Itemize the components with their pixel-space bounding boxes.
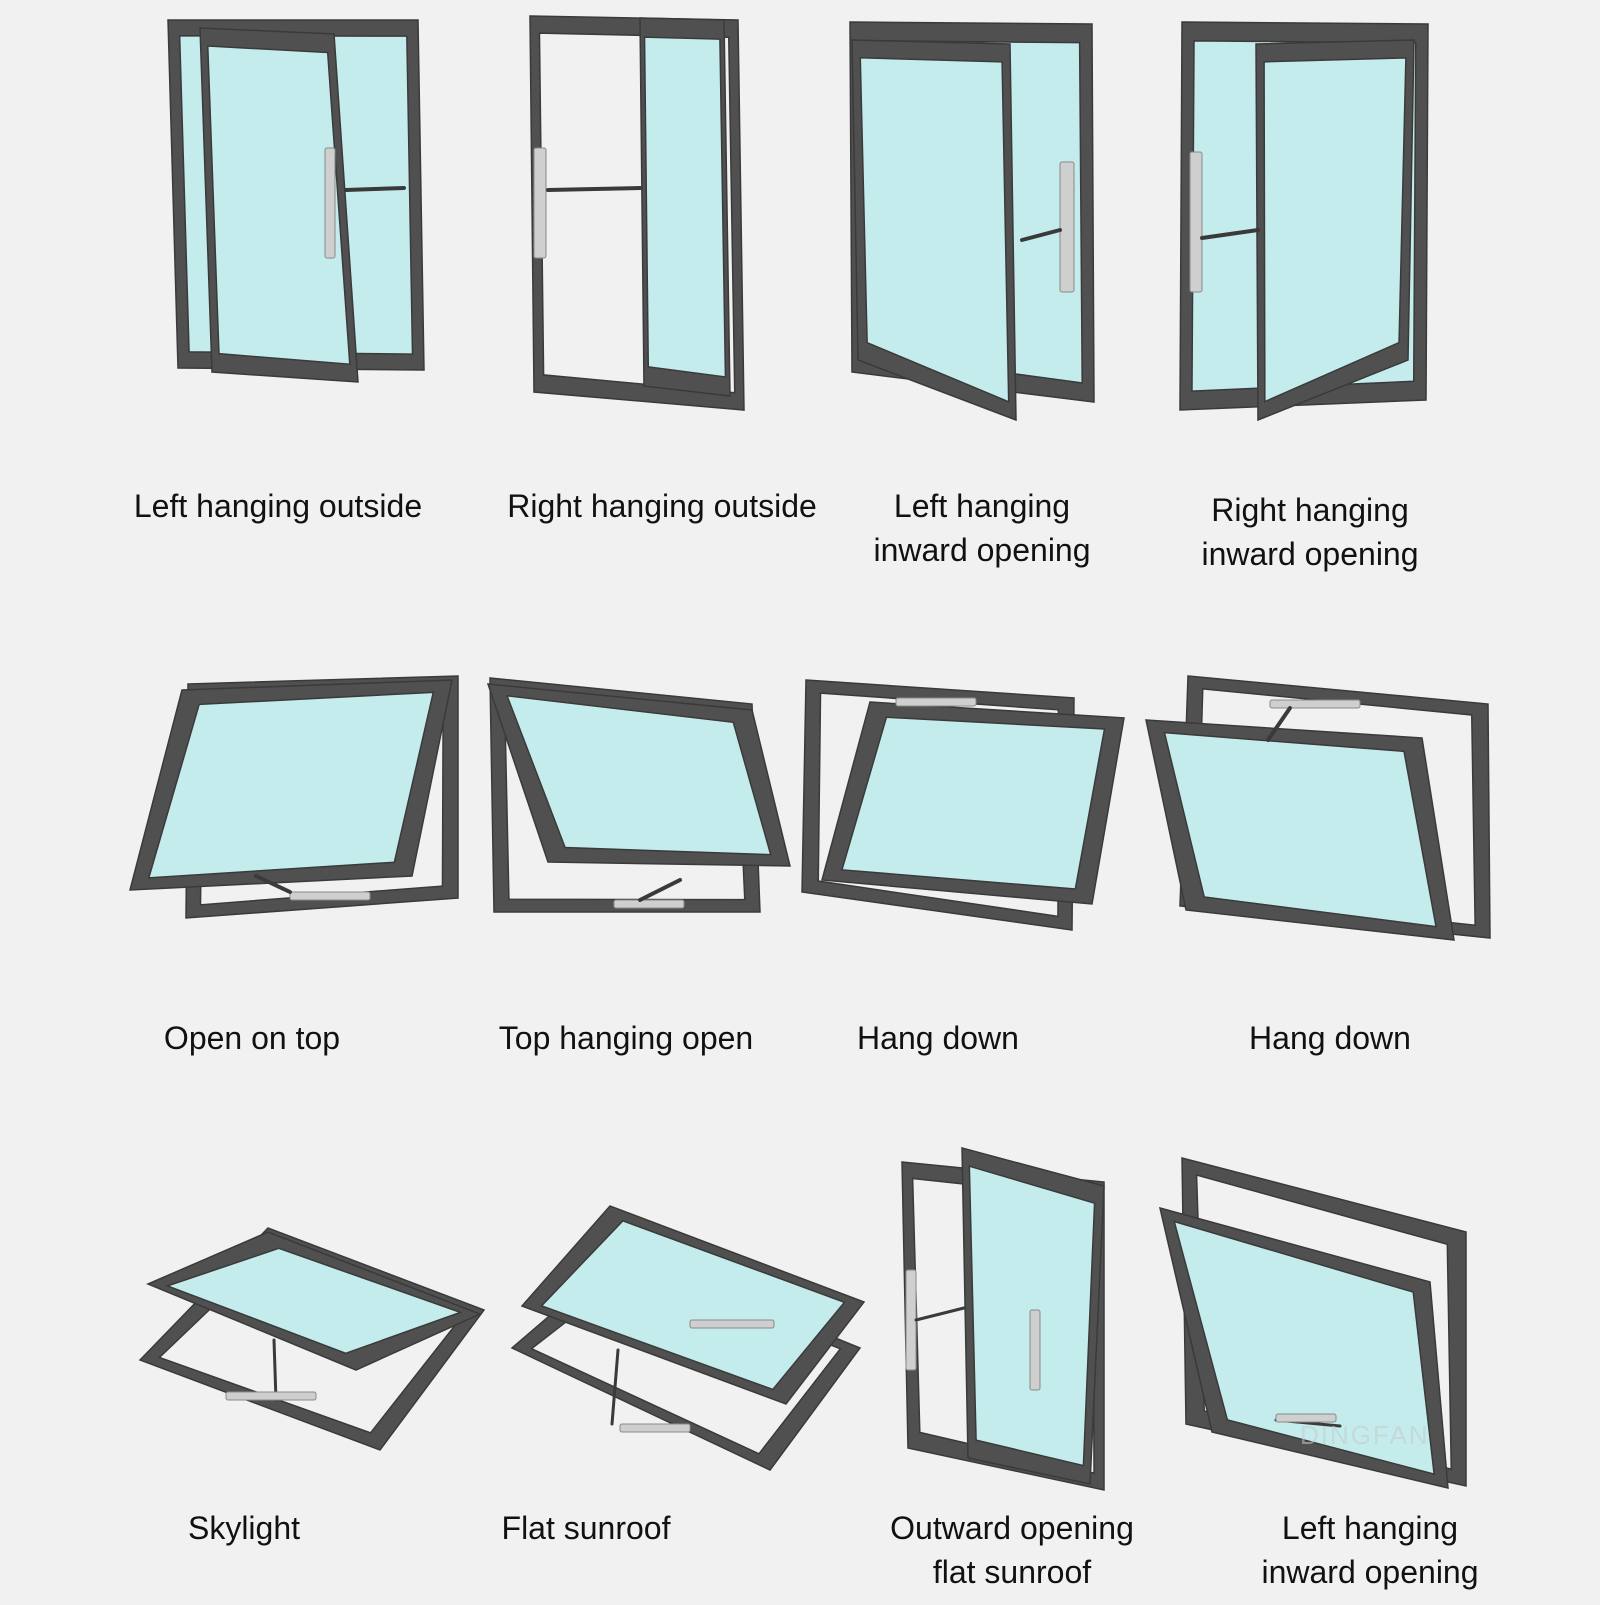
open-sash-glass — [207, 45, 350, 365]
stay-slider — [289, 891, 371, 901]
window-top-hanging-open — [486, 677, 791, 913]
open-sash-profile — [1145, 719, 1455, 941]
open-sash-glass — [841, 717, 1105, 890]
open-sash-profile — [1158, 1206, 1449, 1489]
window-left-hanging-inward — [849, 21, 1095, 422]
window-outward-flat-sunroof — [901, 1147, 1105, 1491]
open-sash-glass — [860, 57, 1009, 402]
handle — [324, 147, 336, 259]
caption-flat-sunroof: Flat sunroof — [501, 1510, 671, 1546]
open-sash-profile — [1255, 39, 1415, 422]
open-sash-profile — [639, 17, 731, 397]
open-sash — [486, 683, 791, 867]
window-left-hanging-inward-2 — [1158, 1157, 1467, 1489]
open-sash-glass — [541, 1220, 845, 1390]
open-sash-glass — [167, 1248, 461, 1354]
stay-arm — [914, 1306, 966, 1322]
stay-arm — [254, 874, 292, 894]
open-sash-profile — [520, 1205, 866, 1405]
stay-arm — [638, 878, 682, 902]
stay-slider — [895, 697, 977, 707]
hinge-bar — [1189, 151, 1203, 293]
open-sash — [1255, 39, 1415, 422]
open-sash — [146, 1231, 482, 1371]
open-sash-glass — [1164, 732, 1437, 927]
window-hang-down-2 — [1145, 675, 1491, 941]
window-right-hanging-outside — [529, 15, 745, 411]
stay-arm — [1200, 228, 1260, 240]
open-sash — [639, 17, 731, 397]
open-sash — [851, 39, 1017, 422]
window-hang-down-1 — [801, 679, 1125, 931]
stay-arm — [610, 1348, 620, 1426]
handle — [1029, 1309, 1041, 1391]
open-sash-profile — [961, 1147, 1105, 1485]
open-sash-profile — [821, 701, 1125, 905]
caption-hang-down-2: Hang down — [1249, 1020, 1411, 1056]
open-sash-profile — [146, 1231, 482, 1371]
caption-skylight: Skylight — [187, 1510, 301, 1546]
open-sash — [520, 1205, 866, 1405]
open-sash-profile — [851, 39, 1017, 422]
hinge-bar — [533, 147, 547, 259]
window-skylight — [138, 1227, 486, 1451]
open-sash-profile — [486, 683, 791, 867]
stay-slider — [619, 1423, 691, 1433]
caption-left-hanging-inward: Left hanging inward opening — [873, 488, 1091, 568]
caption-right-hanging-inward: Right hanging inward opening — [1201, 492, 1419, 572]
stay-slider — [613, 899, 685, 909]
caption-open-on-top: Open on top — [163, 1020, 341, 1056]
window-flat-sunroof — [510, 1205, 866, 1471]
open-sash-glass — [148, 692, 434, 878]
stay-slider — [1275, 1413, 1337, 1423]
open-sash-glass — [1174, 1221, 1435, 1475]
outer-frame-profile — [801, 679, 1075, 931]
stay-slider — [1269, 699, 1361, 709]
hinge-bar — [1059, 161, 1075, 293]
stay-arm — [344, 186, 406, 192]
stay-arm — [546, 186, 642, 192]
open-sash-glass — [1264, 57, 1406, 402]
caption-left-hanging-inward-2: Left hanging inward opening — [1261, 1510, 1479, 1590]
open-sash — [129, 679, 453, 891]
stay-arm — [1020, 228, 1062, 242]
open-sash-glass — [507, 695, 771, 855]
open-sash — [1158, 1206, 1449, 1489]
stay-arm — [1266, 706, 1292, 742]
caption-outward-flat-sunroof: Outward opening flat sunroof — [890, 1510, 1134, 1590]
stay-arm — [272, 1338, 278, 1402]
window-left-hanging-outside — [167, 19, 425, 383]
open-sash — [821, 701, 1125, 905]
window-right-hanging-inward — [1179, 21, 1429, 422]
open-sash-glass — [644, 37, 726, 377]
caption-right-hanging-outside: Right hanging outside — [507, 488, 817, 524]
window-open-on-top — [129, 675, 459, 919]
open-sash — [1145, 719, 1455, 941]
watermark: DINGFAN — [1300, 1420, 1430, 1450]
caption-top-hanging-open: Top hanging open — [498, 1020, 754, 1056]
caption-left-hanging-outside: Left hanging outside — [133, 488, 423, 524]
open-sash-profile — [129, 679, 453, 891]
stay-slider — [225, 1391, 317, 1401]
caption-hang-down-1: Hang down — [857, 1020, 1019, 1056]
open-sash-profile — [199, 27, 359, 383]
handle — [689, 1319, 775, 1329]
open-sash — [199, 27, 359, 383]
outer-frame — [801, 679, 1075, 931]
